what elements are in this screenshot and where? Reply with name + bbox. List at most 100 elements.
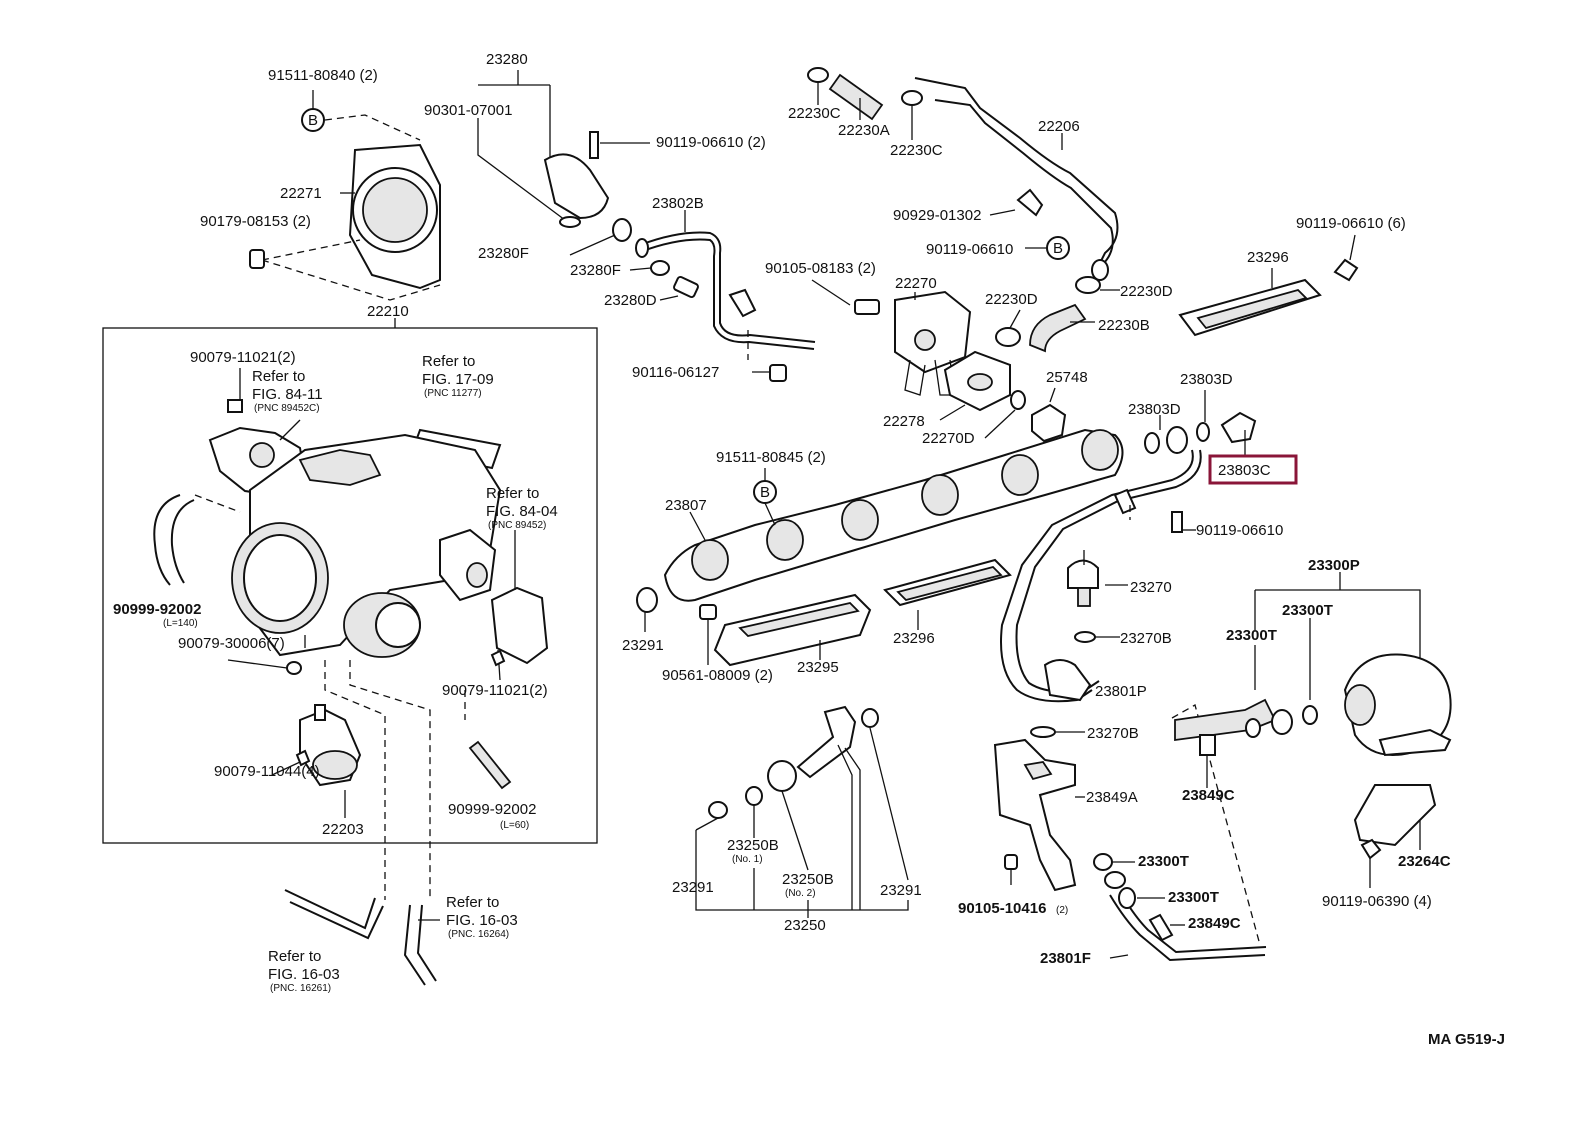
- bolt-mark: B: [1053, 240, 1063, 257]
- part-label[interactable]: 90301-07001: [424, 102, 512, 119]
- part-label[interactable]: 22210: [367, 303, 409, 320]
- part-label[interactable]: 23807: [665, 497, 707, 514]
- part-label[interactable]: 90929-01302: [893, 207, 981, 224]
- part-label[interactable]: 22230B: [1098, 317, 1150, 334]
- air-valve-22270: [894, 290, 972, 374]
- part-label[interactable]: 23291: [622, 637, 664, 654]
- part-label[interactable]: 23801F: [1040, 950, 1091, 967]
- part-label[interactable]: 90119-06390 (4): [1322, 893, 1432, 910]
- highlighted-part-label[interactable]: 23803C: [1218, 462, 1271, 479]
- part-label[interactable]: 90079-11021(2): [442, 682, 548, 699]
- part-label[interactable]: 23296: [893, 630, 935, 647]
- reference-label: (PNC 11277): [424, 388, 482, 399]
- part-label[interactable]: 23291: [880, 882, 922, 899]
- part-label[interactable]: 90079-11044(4): [214, 763, 320, 780]
- part-label: (No. 2): [785, 888, 816, 899]
- part-group-23280: [477, 70, 670, 276]
- part-label[interactable]: 23250B: [782, 871, 834, 888]
- bracket-23849A: [993, 738, 1077, 892]
- part-label[interactable]: 22230C: [788, 105, 841, 122]
- part-label[interactable]: 23270B: [1087, 725, 1139, 742]
- part-label: (L=140): [163, 618, 198, 629]
- part-group-23270: [1030, 550, 1128, 738]
- reference-label[interactable]: FIG. 16-03: [446, 912, 518, 929]
- part-label[interactable]: 90561-08009 (2): [662, 667, 773, 684]
- part-label[interactable]: 90079-11021(2): [190, 349, 296, 366]
- part-label[interactable]: 22270D: [922, 430, 975, 447]
- part-label[interactable]: 90105-10416: [958, 900, 1046, 917]
- highlight-box-23803C[interactable]: [1208, 454, 1298, 485]
- part-label[interactable]: 90079-30006(7): [178, 635, 285, 652]
- part-label[interactable]: 90105-08183 (2): [765, 260, 876, 277]
- part-label[interactable]: 23803D: [1128, 401, 1181, 418]
- part-label[interactable]: 23270B: [1120, 630, 1172, 647]
- part-group-22230: [807, 67, 1119, 283]
- part-label[interactable]: 23803D: [1180, 371, 1233, 388]
- part-label[interactable]: 23250B: [727, 837, 779, 854]
- reference-label: Refer to: [422, 353, 475, 370]
- reference-label[interactable]: FIG. 84-04: [486, 503, 558, 520]
- part-group-gasket-22271: B: [249, 90, 441, 301]
- reference-label[interactable]: FIG. 16-03: [268, 966, 340, 983]
- reference-label: (PNC. 16261): [270, 983, 331, 994]
- reference-label: Refer to: [252, 368, 305, 385]
- part-label[interactable]: 23849A: [1086, 789, 1138, 806]
- part-label[interactable]: 90119-06610: [926, 241, 1013, 258]
- part-label[interactable]: 23280: [486, 51, 528, 68]
- part-group-injectors: [695, 705, 909, 918]
- part-label[interactable]: 23250: [784, 917, 826, 934]
- part-label[interactable]: 90116-06127: [632, 364, 719, 381]
- part-label[interactable]: 23264C: [1398, 853, 1451, 870]
- part-label[interactable]: 22206: [1038, 118, 1080, 135]
- part-label[interactable]: 23291: [672, 879, 714, 896]
- throttle-body-box: [102, 327, 598, 844]
- part-label[interactable]: 22230D: [1120, 283, 1173, 300]
- figure-code: MA G519-J: [1428, 1031, 1505, 1048]
- part-label[interactable]: 90179-08153 (2): [200, 213, 311, 230]
- bolt-90179: [249, 249, 265, 269]
- part-label[interactable]: 90119-06610 (6): [1296, 215, 1406, 232]
- hose-fig-16-03-b: [284, 889, 376, 930]
- part-label[interactable]: 23300P: [1308, 557, 1360, 574]
- hose-fig-16-03-a: [403, 904, 426, 986]
- part-label[interactable]: 22270: [895, 275, 937, 292]
- part-label[interactable]: 23801P: [1095, 683, 1147, 700]
- part-label[interactable]: 23270: [1130, 579, 1172, 596]
- part-label[interactable]: 23280F: [570, 262, 621, 279]
- reference-label[interactable]: FIG. 84-11: [252, 386, 323, 403]
- pipe-23802B: [639, 231, 816, 343]
- part-label[interactable]: 90999-92002: [448, 801, 536, 818]
- part-label: (L=60): [500, 820, 529, 831]
- part-label[interactable]: 22278: [883, 413, 925, 430]
- part-label[interactable]: 22271: [280, 185, 322, 202]
- part-label[interactable]: 23280F: [478, 245, 529, 262]
- part-label[interactable]: 23300T: [1138, 853, 1189, 870]
- part-label[interactable]: 23849C: [1182, 787, 1235, 804]
- part-group-delivery-pipe: B: [636, 390, 1257, 703]
- part-label[interactable]: 23300T: [1282, 602, 1333, 619]
- part-group-23300P: [1174, 572, 1452, 888]
- part-label[interactable]: 90119-06610: [1196, 522, 1283, 539]
- part-label[interactable]: 25748: [1046, 369, 1088, 386]
- part-label[interactable]: 22230D: [985, 291, 1038, 308]
- part-label[interactable]: 23849C: [1188, 915, 1241, 932]
- part-label[interactable]: 23300T: [1168, 889, 1219, 906]
- part-label[interactable]: 22203: [322, 821, 364, 838]
- part-label[interactable]: 90999-92002: [113, 601, 201, 618]
- part-label[interactable]: 23300T: [1226, 627, 1277, 644]
- part-label[interactable]: 91511-80840 (2): [268, 67, 378, 84]
- part-label[interactable]: 23295: [797, 659, 839, 676]
- part-label[interactable]: 23296: [1247, 249, 1289, 266]
- part-label[interactable]: 91511-80845 (2): [716, 449, 826, 466]
- part-label[interactable]: 23802B: [652, 195, 704, 212]
- part-label[interactable]: 23280D: [604, 292, 657, 309]
- part-group-22270: B: [811, 188, 1120, 443]
- part-label[interactable]: 22230A: [838, 122, 890, 139]
- reference-label[interactable]: FIG. 17-09: [422, 371, 494, 388]
- hose-22230A: [828, 73, 884, 121]
- hose-22230B: [1029, 303, 1087, 353]
- part-label[interactable]: 22230C: [890, 142, 943, 159]
- part-label[interactable]: 90119-06610 (2): [656, 134, 766, 151]
- part-group-insulators: [713, 558, 1012, 667]
